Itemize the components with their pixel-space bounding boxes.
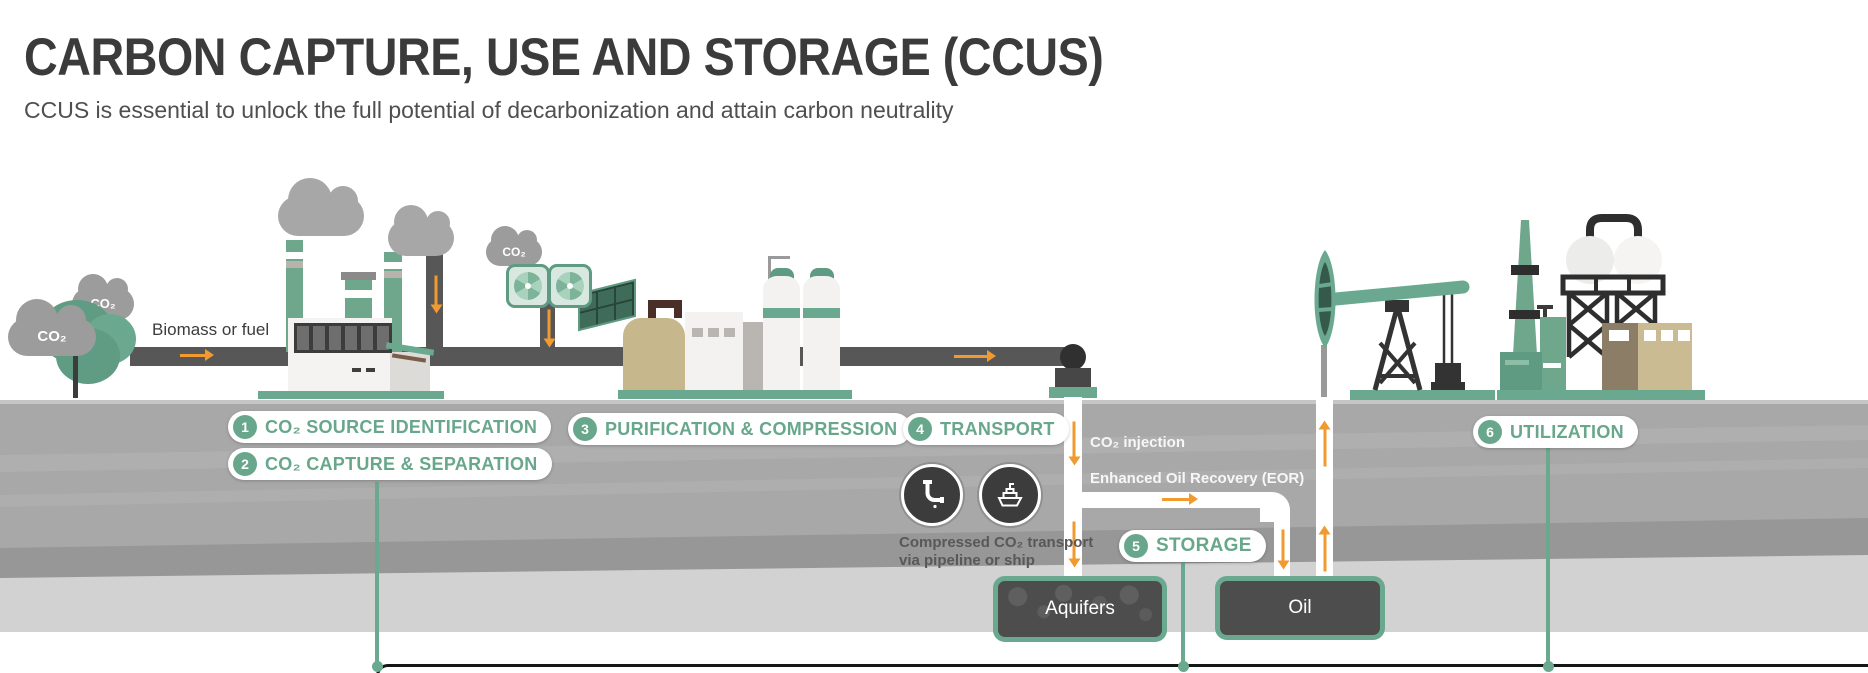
flow-arrow [954,350,996,362]
step-number: 6 [1478,420,1502,444]
step-badge-6: 6 UTILIZATION [1473,416,1638,448]
flow-arrow [1281,529,1285,562]
smoke-cloud [388,205,454,256]
step-number: 1 [233,415,257,439]
eor-pipe-bend [1260,492,1290,522]
biomass-label: Biomass or fuel [152,320,270,339]
connector-line [375,482,379,666]
connector-dot [1178,661,1189,672]
flow-arrow [1323,428,1327,467]
step-badge-3: 3 PURIFICATION & COMPRESSION [568,413,912,445]
pipeline-transport-icon [901,464,963,526]
injection-pipe [1064,397,1082,578]
step-number: 3 [573,417,597,441]
co2-cloud: CO₂ [486,226,542,266]
step-number: 4 [908,417,932,441]
ground-surface-line [0,400,1868,404]
flow-arrow [547,309,551,340]
step-badge-2: 2 CO₂ CAPTURE & SEPARATION [228,448,552,480]
flow-arrow [1323,533,1327,572]
connector-line [1546,443,1550,666]
connector-dot [1543,661,1554,672]
connector-dot [372,661,383,672]
step-label: UTILIZATION [1510,421,1624,442]
page-subtitle: CCUS is essential to unlock the full pot… [24,97,954,123]
step-label: CO₂ SOURCE IDENTIFICATION [265,416,538,437]
silo [803,276,840,396]
co2-injection-label: CO₂ injection [1090,434,1186,451]
refinery-icon [1497,214,1705,400]
chimney [345,280,372,322]
aquifers-reservoir: Aquifers [993,576,1167,642]
flow-arrow [180,349,214,361]
oil-reservoir: Oil [1215,576,1385,640]
silo [763,276,800,396]
bottom-divider [376,664,1868,673]
co2-pipeline [130,347,1066,366]
flow-arrow [434,275,438,306]
well-rod [1321,345,1327,398]
ship-transport-icon [979,464,1041,526]
factory-base [258,391,444,399]
transport-caption: Compressed CO₂ transport via pipeline or… [899,534,1094,569]
connector-line [1181,562,1185,666]
step-label: STORAGE [1156,535,1252,556]
factory-windows [294,323,392,353]
plant-building [685,312,743,396]
flow-arrow [1162,493,1198,505]
smoke-cloud [278,178,364,236]
step-badge-5: 5 STORAGE [1119,530,1266,562]
step-label: PURIFICATION & COMPRESSION [605,418,898,439]
step-label: TRANSPORT [940,418,1055,439]
pumpjack-icon [1314,250,1495,400]
plant-base [618,390,852,399]
step-number: 2 [233,452,257,476]
flow-arrow [1072,421,1076,458]
co2-cloud: CO₂ [8,299,96,356]
storage-tank [623,318,685,396]
page-title: CARBON CAPTURE, USE AND STORAGE (CCUS) [24,28,1104,87]
dac-fan-icon [506,264,550,308]
step-badge-4: 4 TRANSPORT [903,413,1069,445]
eor-label: Enhanced Oil Recovery (EOR) [1090,470,1305,487]
step-badge-1: 1 CO₂ SOURCE IDENTIFICATION [228,411,552,443]
dac-fan-icon [548,264,592,308]
step-label: CO₂ CAPTURE & SEPARATION [265,453,538,474]
step-number: 5 [1124,534,1148,558]
